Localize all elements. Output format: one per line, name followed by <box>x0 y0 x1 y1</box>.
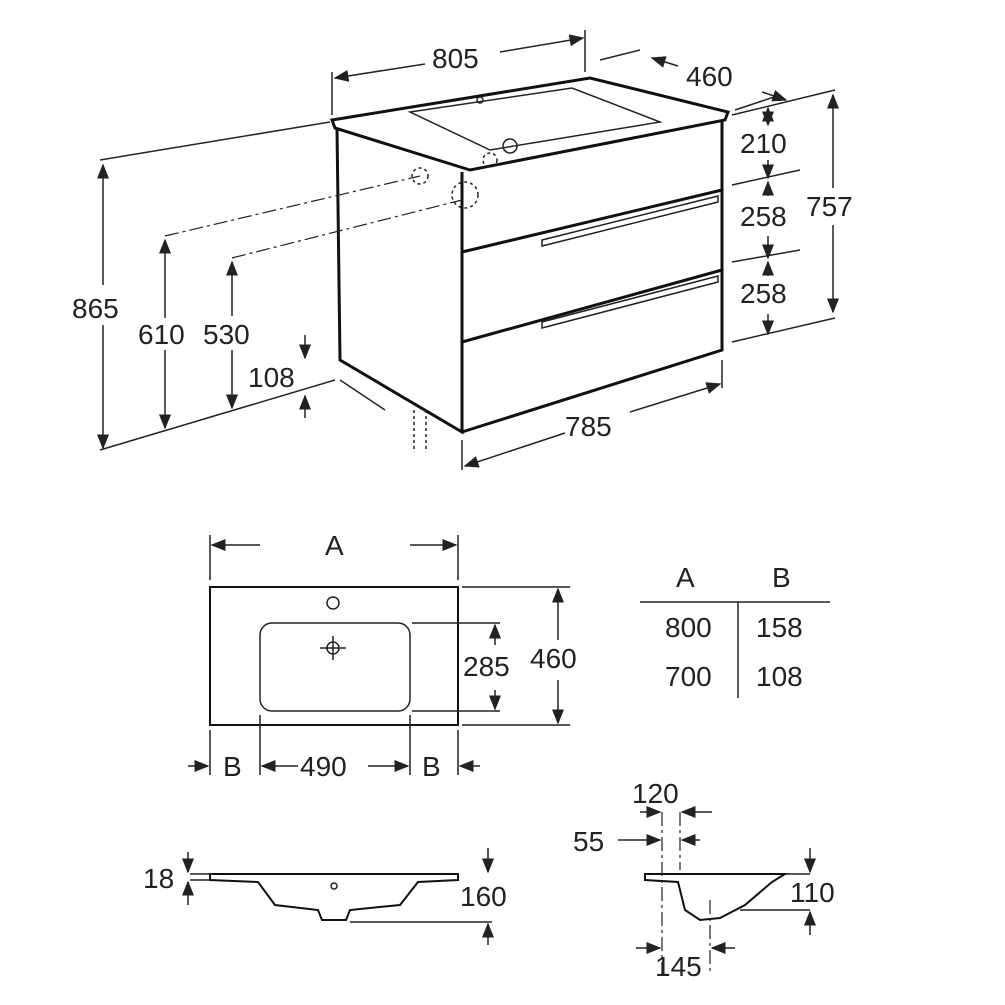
dim-55: 55 <box>573 826 604 857</box>
drawer-handle-2 <box>541 275 719 329</box>
cabinet-side <box>335 127 464 435</box>
dim-18: 18 <box>143 863 174 894</box>
basin-top-view: A 285 460 B B 490 <box>188 530 577 782</box>
dim-B-right: B <box>422 751 441 782</box>
dim-460-top: 460 <box>530 643 577 674</box>
drawer-lines <box>461 188 723 344</box>
dim-865: 865 <box>72 293 119 324</box>
table-cell: 700 <box>665 661 712 692</box>
dim-285: 285 <box>463 651 510 682</box>
table-header-A: A <box>676 562 695 593</box>
basin-bowl <box>407 87 663 151</box>
dim-490: 490 <box>300 751 347 782</box>
drain-centerlines <box>164 175 463 259</box>
cabinet-front <box>461 120 724 434</box>
table-cell: 158 <box>756 612 803 643</box>
dim-258-b: 258 <box>740 278 787 309</box>
table-cell: 108 <box>756 661 803 692</box>
dim-258-a: 258 <box>740 201 787 232</box>
dim-B-left: B <box>223 751 242 782</box>
front-section: 18 160 <box>143 848 507 945</box>
table-header-B: B <box>772 562 791 593</box>
countertop-outline <box>329 76 730 172</box>
dim-530: 530 <box>203 319 250 350</box>
side-section: 120 55 110 145 <box>573 778 835 982</box>
dim-145: 145 <box>655 951 702 982</box>
dim-610: 610 <box>138 319 185 350</box>
table-cell: 800 <box>665 612 712 643</box>
dim-110: 110 <box>790 877 835 908</box>
dim-160: 160 <box>460 881 507 912</box>
drawer-handle-1 <box>541 195 719 247</box>
cabinet-drawing <box>164 76 730 450</box>
dim-108: 108 <box>248 362 295 393</box>
dim-805: 805 <box>432 43 479 74</box>
dim-757: 757 <box>806 191 853 222</box>
dim-460: 460 <box>686 61 733 92</box>
size-table: A B 800 158 700 108 <box>640 562 830 698</box>
dim-785: 785 <box>565 411 612 442</box>
dim-A: A <box>325 530 344 561</box>
dim-120: 120 <box>632 778 679 809</box>
cabinet-dimensions: 805 460 210 258 258 757 865 610 530 108 <box>72 30 853 470</box>
dim-210: 210 <box>740 128 787 159</box>
